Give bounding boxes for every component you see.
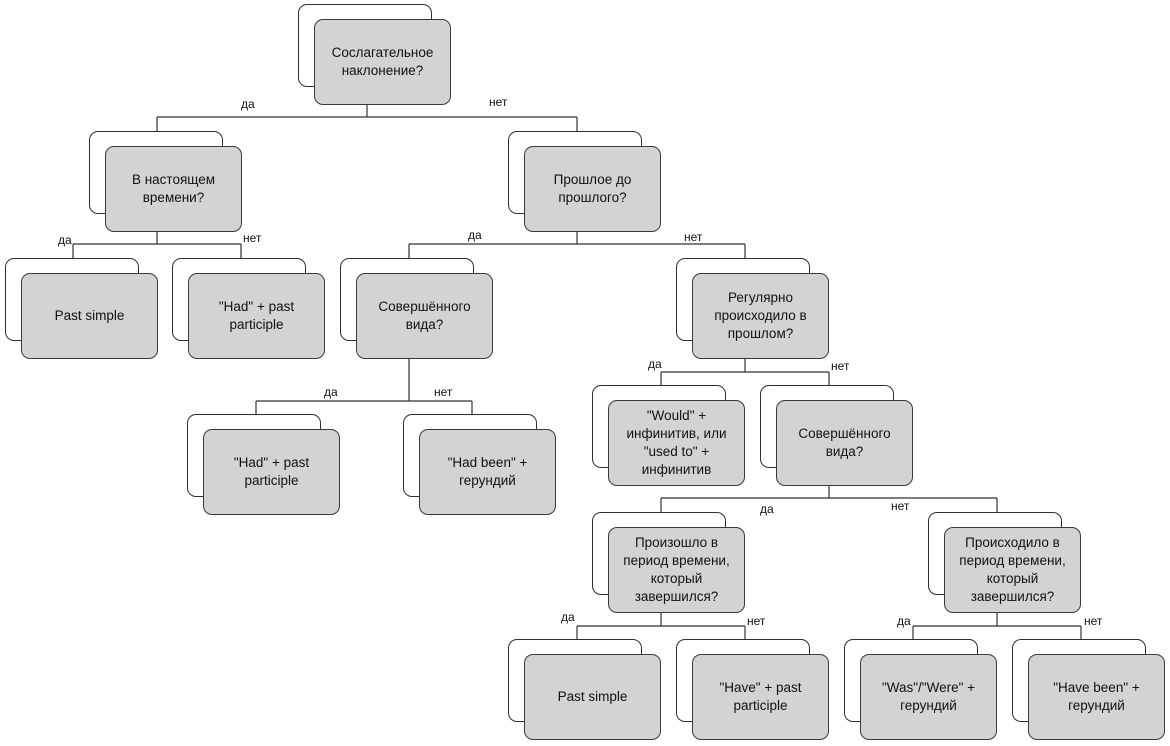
edge-label-no: нет <box>747 614 766 628</box>
node-regular-past: Регулярно происходило в прошлом? <box>676 258 829 359</box>
node-text: В настоящем времени? <box>131 172 216 205</box>
node-subjunctive: Сослагательное наклонение? <box>298 4 451 105</box>
node-text: Прошлое до прошлого? <box>553 172 632 205</box>
node-perfective-1: Совершённого вида? <box>340 258 493 359</box>
node-box: Сослагательное наклонение? <box>314 19 451 105</box>
edge-label-no: нет <box>831 359 850 373</box>
edge-label-yes: да <box>561 610 575 624</box>
node-had-been-gerund: "Had been" + герундий <box>403 414 556 515</box>
node-box: Past simple <box>21 273 158 359</box>
node-text: "Had been" + герундий <box>447 455 528 488</box>
edge-label-yes: да <box>648 357 662 371</box>
node-box: В настоящем времени? <box>105 146 242 232</box>
node-text: "Would" + инфинитив, или "used to" + инф… <box>626 408 727 477</box>
node-text: "Have" + past participle <box>719 680 802 713</box>
node-text: Регулярно происходило в прошлом? <box>714 290 807 341</box>
edge-label-no: нет <box>1084 614 1103 628</box>
node-text: "Had" + past participle <box>233 455 310 488</box>
edge-label-yes: да <box>468 228 482 242</box>
node-box: Совершённого вида? <box>356 273 493 359</box>
node-box: Past simple <box>524 654 661 740</box>
node-box: "Have been" + герундий <box>1028 654 1165 740</box>
node-had-past-participle-2: "Had" + past participle <box>187 414 340 515</box>
node-text: Сослагательное наклонение? <box>331 45 434 78</box>
node-text: "Have been" + герундий <box>1053 680 1140 713</box>
edge-label-yes: да <box>897 614 911 628</box>
node-would-used-to: "Would" + инфинитив, или "used to" + инф… <box>592 385 745 486</box>
node-text: Происходило в период времени, который за… <box>959 535 1066 604</box>
edge-label-no: нет <box>243 231 262 245</box>
node-past-simple-1: Past simple <box>5 258 158 359</box>
node-box: "Had" + past participle <box>203 429 340 515</box>
node-was-were-gerund: "Was"/"Were" + герундий <box>844 639 997 740</box>
node-box: "Would" + инфинитив, или "used to" + инф… <box>608 400 745 486</box>
node-text: "Had" + past participle <box>218 299 295 332</box>
node-box: "Have" + past participle <box>692 654 829 740</box>
node-box: Произошло в период времени, который заве… <box>608 527 745 613</box>
node-box: "Had" + past participle <box>188 273 325 359</box>
node-text: Совершённого вида? <box>798 426 891 459</box>
edge-label-yes: да <box>58 233 72 247</box>
node-text: Совершённого вида? <box>378 299 471 332</box>
node-was-happening-in-finished-period: Происходило в период времени, который за… <box>928 512 1081 613</box>
node-have-been-gerund: "Have been" + герундий <box>1012 639 1165 740</box>
node-text: "Was"/"Were" + герундий <box>881 680 976 713</box>
node-text: Произошло в период времени, который заве… <box>623 535 730 604</box>
node-had-past-participle-1: "Had" + past participle <box>172 258 325 359</box>
node-have-past-participle: "Have" + past participle <box>676 639 829 740</box>
node-happened-in-finished-period: Произошло в период времени, который заве… <box>592 512 745 613</box>
node-box: Происходило в период времени, который за… <box>944 527 1081 613</box>
edge-label-yes: да <box>324 385 338 399</box>
node-past-before-past: Прошлое до прошлого? <box>508 131 661 232</box>
node-box: "Had been" + герундий <box>419 429 556 515</box>
node-box: Совершённого вида? <box>776 400 913 486</box>
node-text: Past simple <box>54 308 125 323</box>
node-box: Прошлое до прошлого? <box>524 146 661 232</box>
node-present-time: В настоящем времени? <box>89 131 242 232</box>
edge-label-yes: да <box>241 97 255 111</box>
edge-label-no: нет <box>489 95 508 109</box>
node-box: "Was"/"Were" + герундий <box>860 654 997 740</box>
edge-label-no: нет <box>891 499 910 513</box>
node-box: Регулярно происходило в прошлом? <box>692 273 829 359</box>
node-past-simple-2: Past simple <box>508 639 661 740</box>
edge-label-no: нет <box>684 230 703 244</box>
edge-label-yes: да <box>760 502 774 516</box>
node-perfective-2: Совершённого вида? <box>760 385 913 486</box>
node-text: Past simple <box>557 689 628 704</box>
edge-label-no: нет <box>434 385 453 399</box>
